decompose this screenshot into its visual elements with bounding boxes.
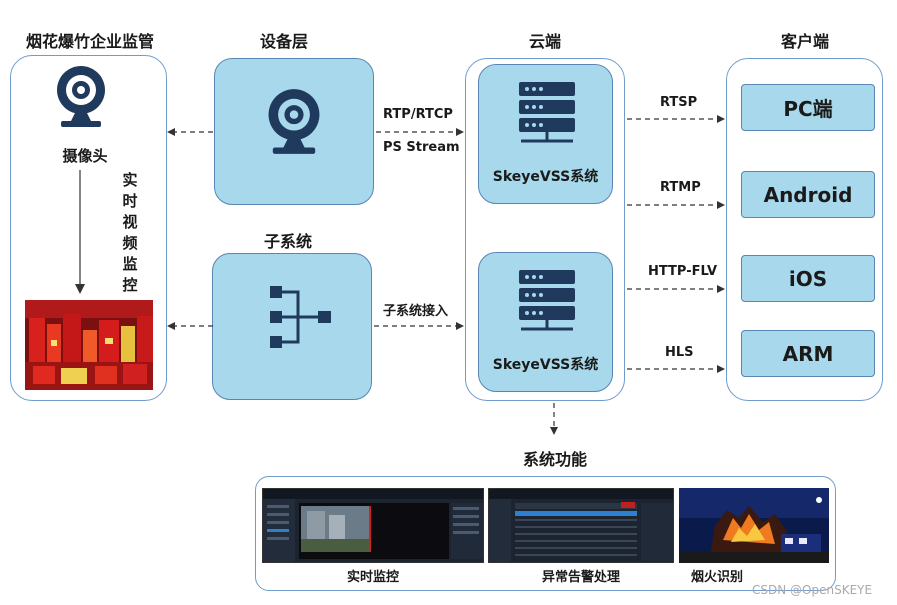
functions-title: 系统功能 (522, 450, 587, 469)
fireworks-shop-photo (25, 300, 153, 390)
rtmp-label: RTMP (660, 180, 701, 195)
watermark: CSDN @OpenSKEYE (752, 583, 873, 597)
fire-detection-photo (679, 488, 829, 563)
hierarchy-icon (270, 286, 331, 348)
webcam-icon (57, 66, 105, 127)
fire-detection-caption: 烟火识别 (690, 570, 743, 585)
device-to-monitoring-arrow (167, 128, 213, 136)
camera-label: 摄像头 (62, 147, 108, 165)
subsystem-box (212, 253, 372, 400)
live-video-vertical-label: 实时视频监控 (122, 171, 138, 294)
client-title: 客户端 (780, 32, 829, 51)
monitoring-title: 烟花爆竹企业监管 (25, 32, 154, 51)
rtp-rtcp-label: RTP/RTCP (383, 107, 453, 122)
server-icon (519, 82, 575, 143)
realtime-monitor-caption: 实时监控 (346, 570, 399, 585)
webcam-icon (268, 89, 320, 154)
client-arm: ARM (741, 330, 875, 377)
cloud-to-functions-arrow (550, 403, 558, 435)
hls-label: HLS (665, 345, 694, 360)
subsystem-access-label: 子系统接入 (383, 304, 449, 319)
alarm-handling-caption: 异常告警处理 (541, 570, 620, 585)
ps-stream-label: PS Stream (383, 140, 460, 155)
http-flv-arrow (627, 285, 725, 293)
server-icon (519, 270, 575, 331)
cloud-title: 云端 (528, 32, 561, 51)
device-to-cloud-arrow (376, 128, 464, 136)
rtmp-arrow (627, 201, 725, 209)
subsystem-to-cloud-arrow (374, 322, 464, 330)
subsystem-title: 子系统 (263, 232, 312, 251)
down-arrow (75, 170, 85, 294)
device-layer-title: 设备层 (259, 32, 308, 51)
http-flv-label: HTTP-FLV (648, 264, 718, 279)
hls-arrow (627, 365, 725, 373)
rtsp-arrow (627, 115, 725, 123)
realtime-monitor-screenshot (262, 488, 484, 563)
client-ios: iOS (741, 255, 875, 302)
client-android: Android (741, 171, 875, 218)
vss-server-top-label: SkeyeVSS系统 (492, 169, 599, 185)
subsystem-to-monitoring-arrow (167, 322, 213, 330)
client-pc: PC端 (741, 84, 875, 131)
vss-server-bottom-label: SkeyeVSS系统 (492, 357, 599, 373)
rtsp-label: RTSP (660, 95, 698, 110)
alarm-handling-screenshot (488, 488, 674, 563)
